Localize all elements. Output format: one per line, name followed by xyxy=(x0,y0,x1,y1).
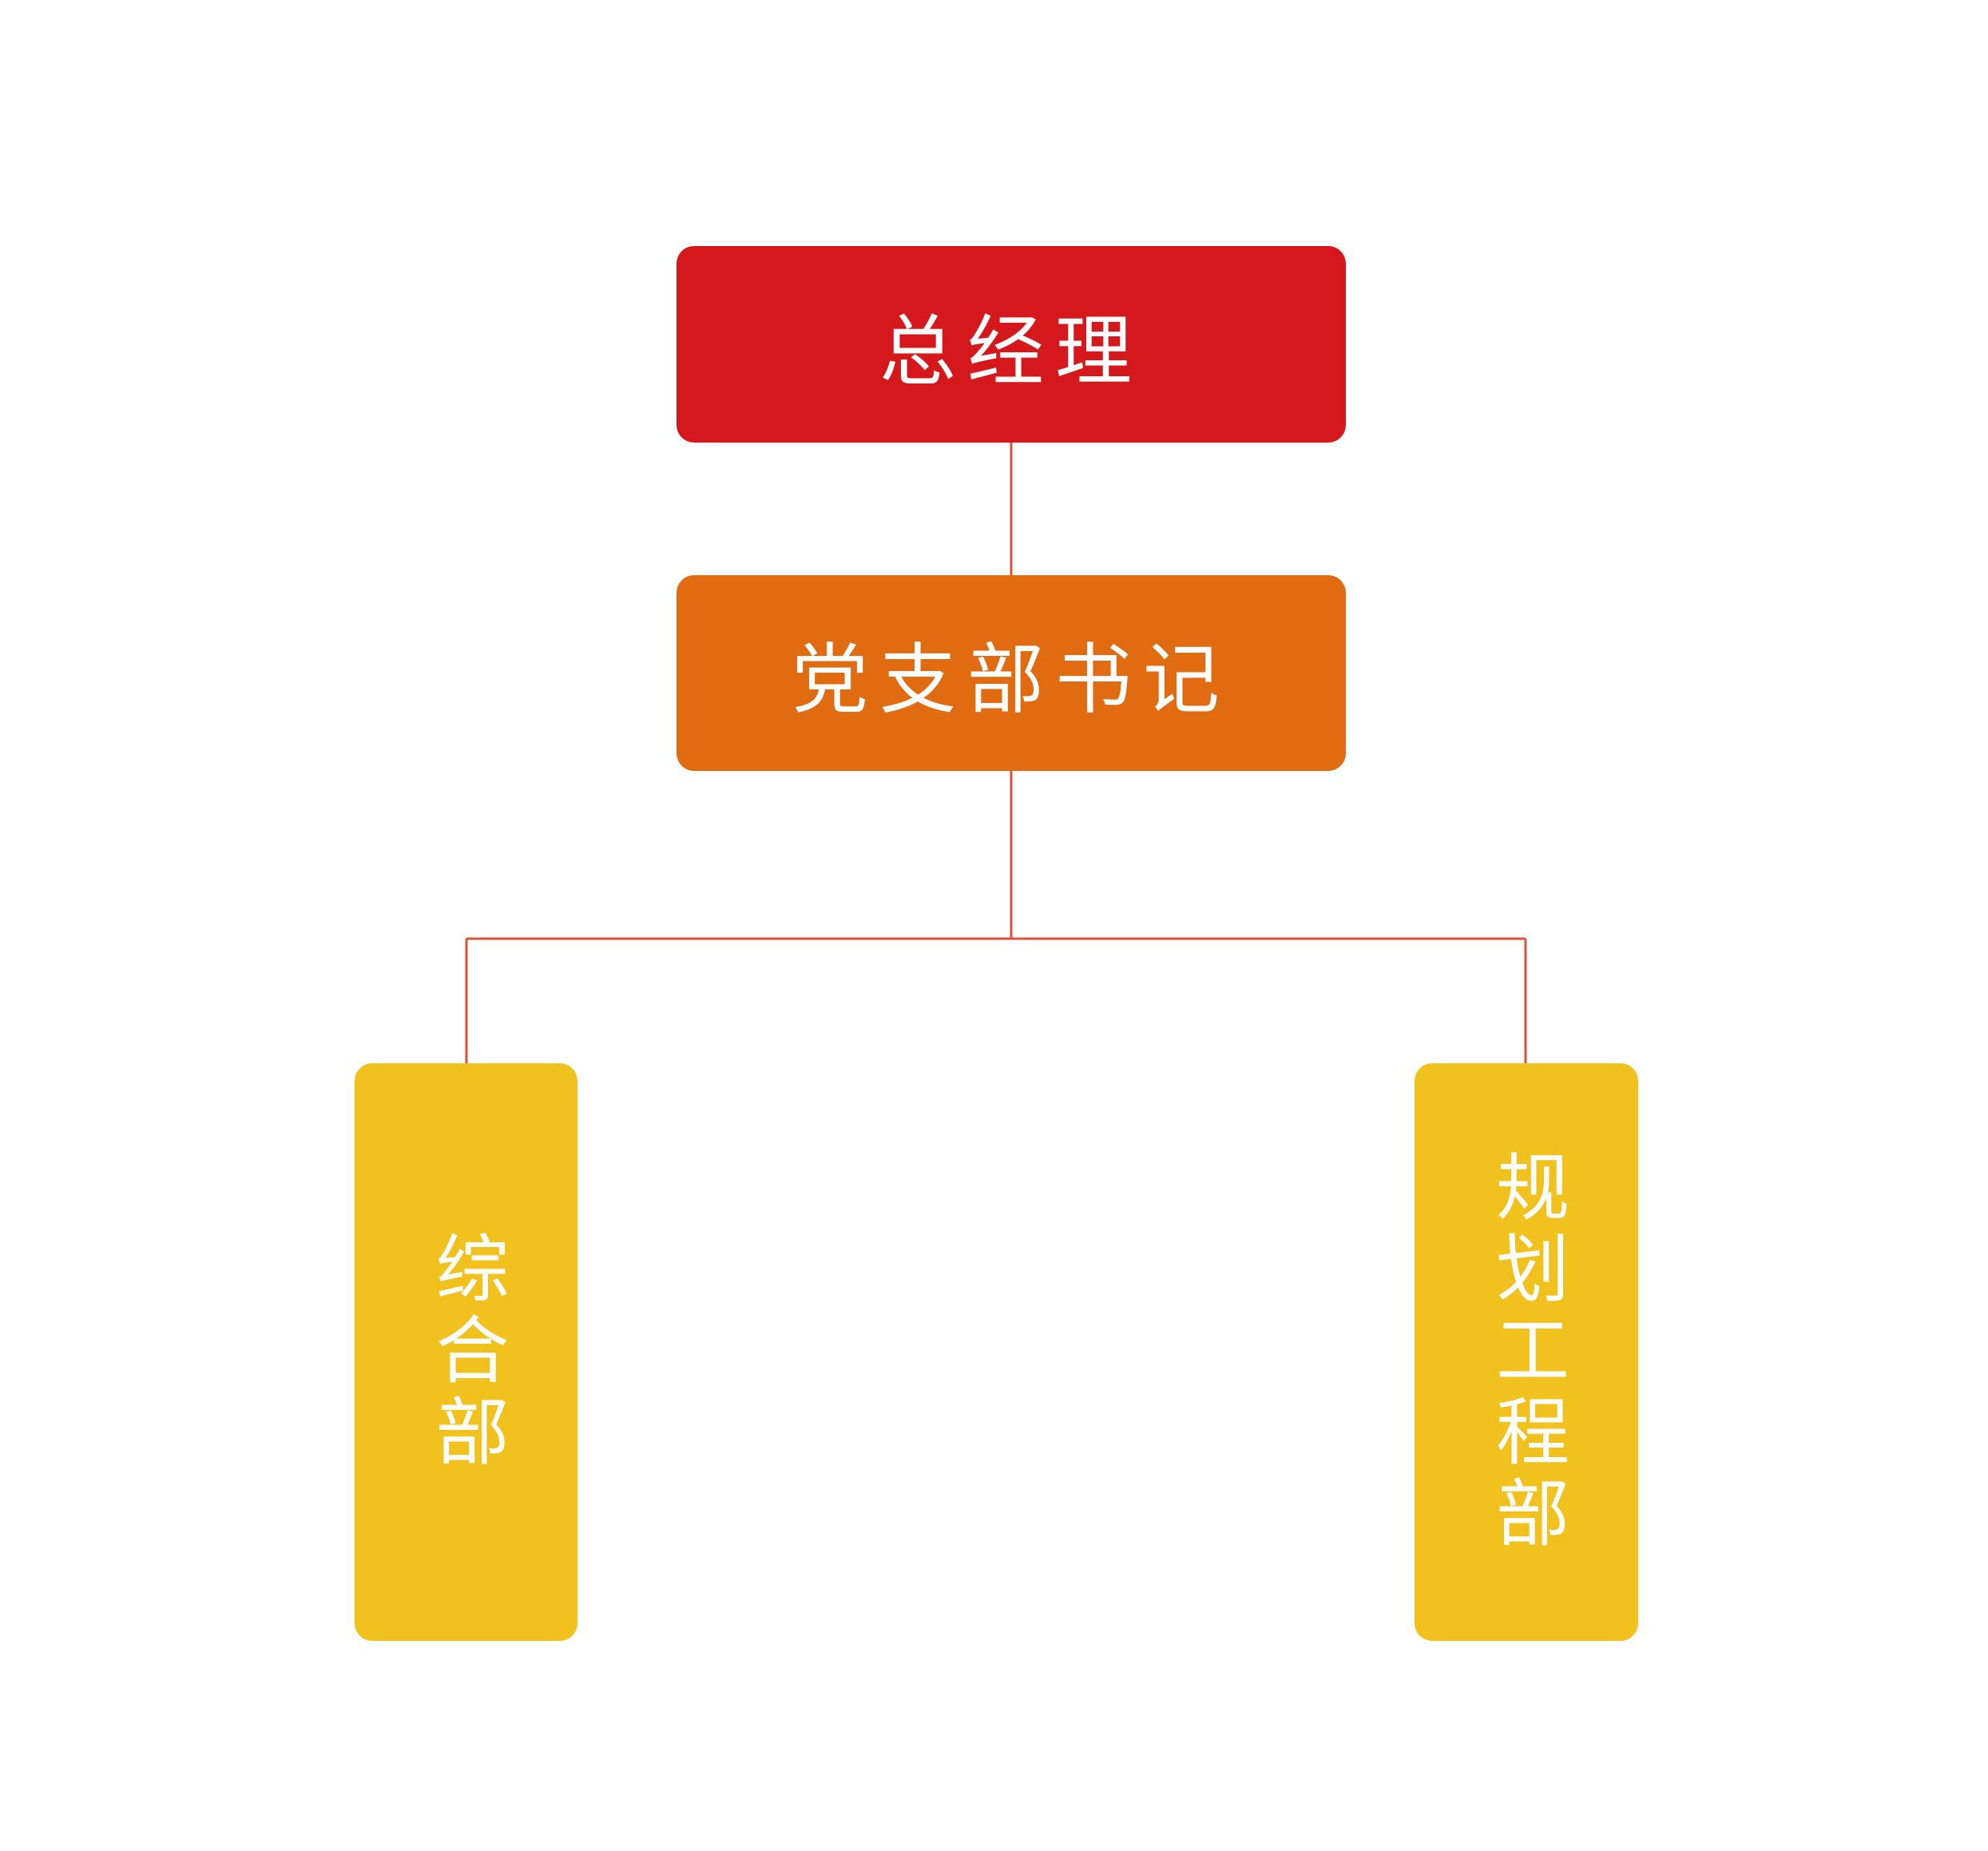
node-label: 综合部 xyxy=(423,1229,509,1475)
node-general-department: 综合部 xyxy=(355,1063,577,1641)
node-party-secretary: 党支部书记 xyxy=(677,575,1346,771)
node-label: 党支部书记 xyxy=(792,635,1231,725)
node-general-manager: 总经理 xyxy=(677,246,1346,443)
node-label: 总经理 xyxy=(879,306,1143,396)
node-label: 规划工程部 xyxy=(1483,1148,1569,1556)
node-planning-engineering-department: 规划工程部 xyxy=(1415,1063,1638,1641)
